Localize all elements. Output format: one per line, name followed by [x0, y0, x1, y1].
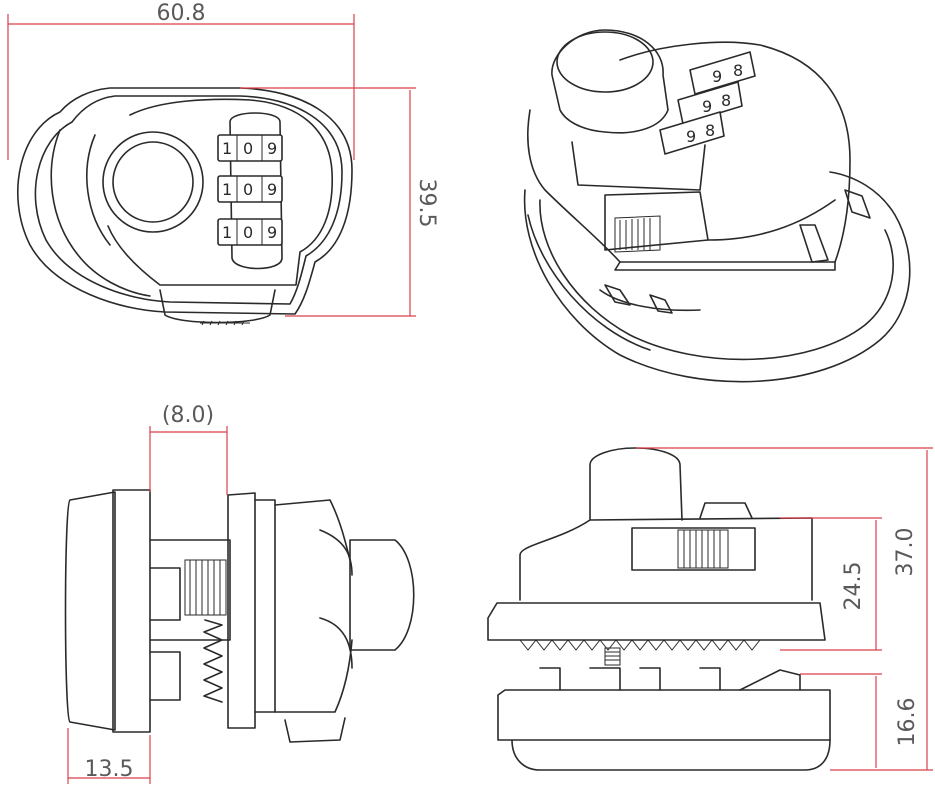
dimension-label: 60.8: [157, 1, 206, 26]
dimension-front-base-height: 16.6: [800, 673, 920, 768]
dial-digit: 9: [267, 139, 277, 158]
dimension-label: 24.5: [841, 562, 866, 611]
dial-digit: 1: [222, 223, 232, 242]
dimension-label: (8.0): [162, 403, 214, 428]
dial-digit: 9: [712, 67, 722, 86]
isometric-view: 9 8 9 8 9 8: [523, 29, 911, 383]
iso-view-dials: 9 8 9 8 9 8: [659, 51, 756, 155]
dial-digit: 8: [733, 61, 743, 80]
top-view-dials: 1 0 9 1 0 9 1 0 9: [217, 134, 283, 246]
dimension-side-gap: (8.0): [149, 403, 228, 495]
dimension-side-width: 13.5: [67, 728, 151, 784]
dimension-label: 37.0: [893, 528, 918, 577]
front-view: 37.0 24.5 16.6: [487, 447, 933, 771]
dimension-label: 13.5: [85, 757, 134, 782]
dial-digit: 0: [243, 139, 253, 158]
dial-digit: 8: [721, 91, 731, 110]
dial-digit: 9: [267, 223, 277, 242]
dial-digit: 1: [222, 139, 232, 158]
dial-digit: 0: [243, 223, 253, 242]
dial-digit: 8: [705, 121, 715, 140]
dial-digit: 9: [702, 97, 712, 116]
dial-digit: 9: [686, 127, 696, 146]
dimension-front-total-height: 37.0: [636, 447, 933, 771]
dimension-top-width: 60.8: [7, 1, 355, 160]
dimension-top-height: 39.5: [240, 87, 439, 317]
side-view: (8.0) 13.5: [64, 403, 415, 784]
top-view: 1 0 9 1 0 9 1 0 9 60.8 39.5: [7, 1, 439, 326]
dial-digit: 0: [243, 180, 253, 199]
dial-digit: 1: [222, 180, 232, 199]
dimension-label: 39.5: [414, 179, 439, 228]
dimension-front-mid-height: 24.5: [780, 517, 882, 651]
dimension-label: 16.6: [895, 698, 920, 747]
dial-digit: 9: [267, 180, 277, 199]
